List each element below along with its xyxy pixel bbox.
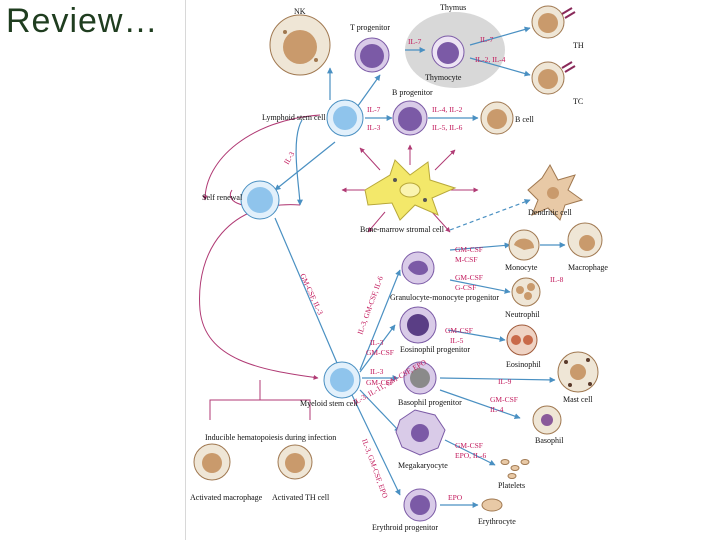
stromal-cell	[364, 159, 457, 221]
cytokine-il3-b: IL-3	[282, 150, 297, 166]
erythrocyte	[481, 498, 503, 512]
cytokine-il3-c: IL-3	[370, 338, 384, 347]
label-lymphoid-stem-cell: Lymphoid stem cell	[262, 113, 326, 122]
cytokine-il3-a: IL-3	[367, 123, 381, 132]
label-activated-macrophage: Activated macrophage	[190, 493, 263, 502]
nk-cell	[269, 14, 331, 76]
cytokine-epo-il6: EPO, IL-6	[455, 451, 486, 460]
cytokine-il3-gm-epo: IL-3, GM-CSF, EPO	[360, 438, 390, 500]
label-myeloid-stem-cell: Myeloid stem cell	[300, 399, 359, 408]
cytokine-il9: IL-9	[498, 377, 512, 386]
erythroid-progenitor-cell	[403, 488, 437, 522]
cytokine-il3-d: IL-3	[370, 367, 384, 376]
t-progenitor-cell	[354, 37, 390, 73]
cytokine-il5-il6: IL-5, IL-6	[432, 123, 463, 132]
mast-cell	[557, 351, 599, 393]
label-b-progenitor: B progenitor	[392, 88, 433, 97]
cytokine-gm-csf-g: GM-CSF	[455, 441, 483, 450]
label-erythrocyte: Erythrocyte	[478, 517, 516, 526]
cytokine-epo: EPO	[448, 493, 463, 502]
gm-progenitor-cell	[401, 251, 435, 285]
myeloid-stem-cell	[323, 361, 361, 399]
eosinophil-cell	[506, 324, 538, 356]
label-t-progenitor: T progenitor	[350, 23, 390, 32]
cytokine-il2-il4: IL-2, IL-4	[475, 55, 506, 64]
slide-title: Review…	[6, 2, 159, 40]
cytokine-il3-gm-il6: IL-3, GM-CSF, IL-6	[355, 275, 385, 336]
platelets	[500, 459, 530, 479]
basophil-cell	[532, 405, 562, 435]
label-neutrophil: Neutrophil	[505, 310, 540, 319]
dendritic-cell	[527, 163, 584, 221]
cytokine-gm-csf-e: GM-CSF	[366, 378, 394, 387]
label-eosinophil-progenitor: Eosinophil progenitor	[400, 345, 470, 354]
label-dendritic-cell: Dendritic cell	[528, 208, 573, 217]
label-activated-th: Activated TH cell	[272, 493, 330, 502]
cytokine-gm-csf-c: GM-CSF	[445, 326, 473, 335]
cytokine-il8: IL-8	[550, 275, 564, 284]
cytokine-il7-a: IL-7	[408, 37, 422, 46]
label-mast-cell: Mast cell	[563, 395, 593, 404]
label-eosinophil: Eosinophil	[506, 360, 541, 369]
cytokine-il4-il2: IL-4, IL-2	[432, 105, 463, 114]
hematopoietic-stem-cell	[240, 180, 280, 220]
label-basophil-progenitor: Basophil progenitor	[398, 398, 462, 407]
cell-labels: NK Thymus T progenitor Thymocyte TH TC B…	[190, 3, 608, 532]
label-monocyte: Monocyte	[505, 263, 538, 272]
label-macrophage: Macrophage	[568, 263, 608, 272]
label-basophil: Basophil	[535, 436, 564, 445]
arrows	[274, 26, 566, 508]
cytokine-m-csf: M-CSF	[455, 255, 478, 264]
label-erythroid-progenitor: Erythroid progenitor	[372, 523, 438, 532]
label-platelets: Platelets	[498, 481, 525, 490]
lymphoid-stem-cell	[326, 99, 364, 137]
cytokine-gm-csf-d: GM-CSF	[366, 348, 394, 357]
activated-macrophage-cell	[193, 443, 231, 481]
cytokine-il4: IL-4	[490, 405, 504, 414]
label-self-renewal: Self renewal	[202, 193, 243, 202]
neutrophil-cell	[511, 277, 541, 307]
label-th: TH	[573, 41, 584, 50]
eosinophil-progenitor-cell	[399, 306, 437, 344]
monocyte-cell	[508, 229, 540, 261]
label-megakaryocyte: Megakaryocyte	[398, 461, 448, 470]
cytokine-gm-il3-diag: GM-CSF, IL-3	[298, 272, 325, 316]
activated-th-cell	[277, 444, 313, 480]
tc-cell	[531, 61, 576, 95]
thymocyte-cell	[431, 35, 465, 69]
label-thymocyte: Thymocyte	[425, 73, 462, 82]
inducible-bracket	[209, 380, 311, 420]
basophil-progenitor-cell	[403, 361, 437, 395]
cytokine-il7-c: IL-7	[367, 105, 381, 114]
cytokine-gm-csf-a: GM-CSF	[455, 245, 483, 254]
label-b-cell: B cell	[515, 115, 535, 124]
stromal-arrows	[199, 114, 479, 380]
label-thymus: Thymus	[440, 3, 466, 12]
label-nk: NK	[294, 7, 306, 16]
macrophage-cell	[567, 222, 603, 258]
label-stromal-cell: Bone-marrow stromal cell	[360, 225, 445, 234]
cytokine-il7-b: IL-7	[480, 35, 494, 44]
label-tc: TC	[573, 97, 583, 106]
label-inducible: Inducible hematopoiesis during infection	[205, 433, 336, 442]
cytokine-g-csf: G-CSF	[455, 283, 476, 292]
figure-frame	[185, 0, 716, 540]
b-progenitor-cell	[392, 100, 428, 136]
cytokine-gm-csf-b: GM-CSF	[455, 273, 483, 282]
megakaryocyte-cell	[395, 409, 446, 456]
label-gm-progenitor: Granulocyte-monocyte progenitor	[390, 293, 499, 302]
cytokine-il5: IL-5	[450, 336, 464, 345]
cytokine-gm-csf-f: GM-CSF	[490, 395, 518, 404]
b-cell	[480, 101, 514, 135]
th-cell	[531, 5, 576, 39]
